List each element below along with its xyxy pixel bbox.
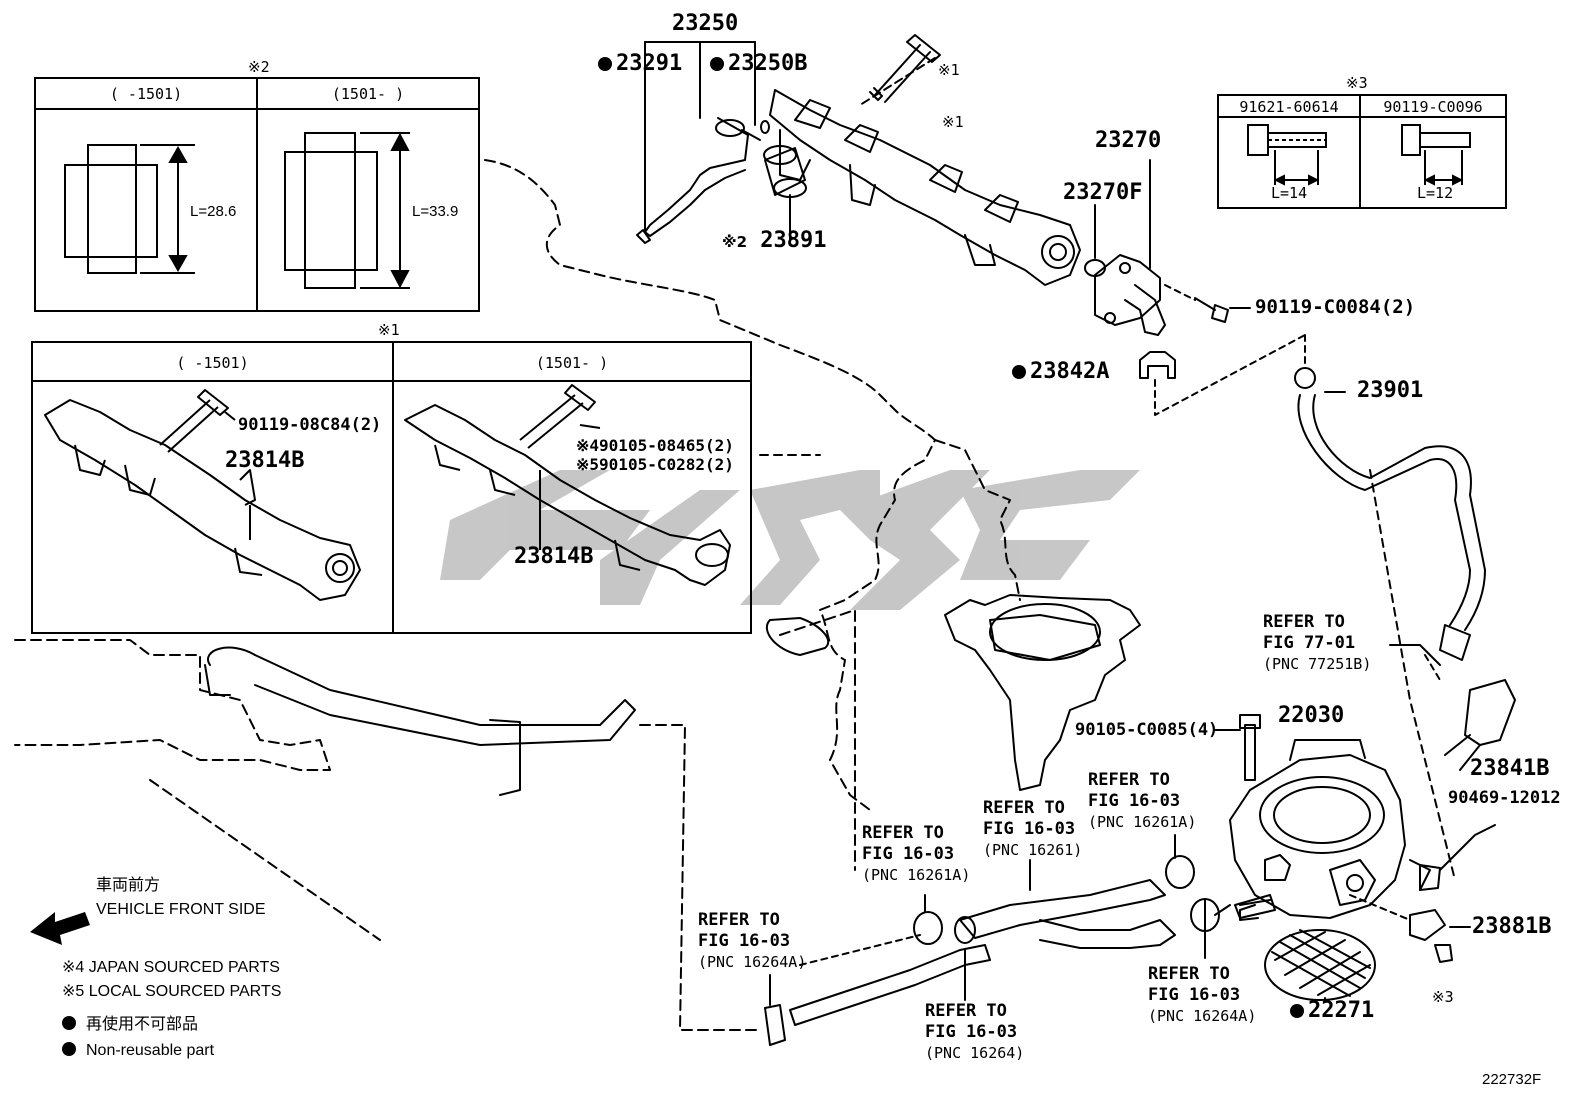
non-reusable-dot-icon	[1012, 365, 1026, 379]
vehicle-front-en: VEHICLE FRONT SIDE	[96, 901, 266, 918]
part-label-23891[interactable]: ※2 23891	[722, 228, 827, 253]
bracket-23881B	[1409, 909, 1453, 963]
part-label-23814B-right[interactable]: 23814B	[514, 544, 594, 569]
part-label-22271[interactable]: 22271	[1290, 1000, 1374, 1022]
inset-length-col1-header: ( -1501)	[109, 85, 183, 103]
legend-note-4: ※4 JAPAN SOURCED PARTS	[62, 959, 280, 976]
gasket-22271	[1264, 929, 1376, 1001]
engine-outline	[484, 159, 936, 811]
clip-23841B	[1444, 679, 1516, 771]
part-label-90119-08C84[interactable]: 90119-08C84(2)	[238, 415, 382, 435]
water-hoses	[764, 879, 1176, 1046]
part-label-90119-C0084[interactable]: 90119-C0084(2)	[1255, 296, 1416, 318]
note-3-marker-bolt: ※3	[1432, 988, 1454, 1006]
non-reusable-dot-icon	[1290, 1004, 1304, 1018]
bolt-90105-C0085	[1239, 714, 1261, 781]
note-2-marker: ※2	[248, 58, 270, 76]
vehicle-front-jp: 車両前方	[96, 877, 161, 894]
inset-rail-col2-header: (1501- )	[535, 354, 609, 372]
note-1-marker-bolt: ※1	[938, 61, 960, 79]
front-arrow-shape	[30, 912, 90, 945]
part-label-90105-C0282[interactable]: ※590105-C0282(2)	[576, 455, 734, 474]
part-label-23270[interactable]: 23270	[1095, 128, 1162, 153]
inset-injector-length: ( -1501) (1501- ) L=28.6 L=33.9	[34, 77, 480, 312]
part-label-23881B[interactable]: 23881B	[1472, 914, 1552, 939]
figure-id: 222732F	[1482, 1071, 1542, 1088]
non-reusable-dot-icon	[62, 1042, 76, 1056]
clamp-icon	[1165, 855, 1195, 889]
part-label-23270F[interactable]: 23270F	[1063, 180, 1143, 205]
part-label-90105-C0085[interactable]: 90105-C0085(4)	[1075, 720, 1219, 740]
part-label-23291[interactable]: 23291	[598, 53, 682, 75]
part-label-23841B[interactable]: 23841B	[1470, 756, 1550, 781]
length-label-33-9: L=33.9	[412, 203, 459, 220]
inset-bolt-variants: 91621-60614 90119-C0096 L=14 L=12	[1217, 94, 1507, 209]
injector	[636, 117, 770, 244]
inset-bolt-col1-header: 91621-60614	[1239, 98, 1339, 116]
inset-bolt-col2-header: 90119-C0096	[1383, 98, 1483, 116]
part-label-23814B-left[interactable]: 23814B	[225, 448, 305, 473]
part-label-23250[interactable]: 23250	[672, 11, 739, 36]
clip-23842A	[1139, 351, 1176, 379]
note-1-marker-rail: ※1	[942, 113, 964, 131]
fuel-rail-main	[769, 89, 1081, 286]
note-3-marker-inset: ※3	[1346, 74, 1368, 92]
part-label-23901[interactable]: 23901	[1357, 378, 1424, 403]
spacer-23891	[763, 145, 807, 198]
legend-non-reusable-en: Non-reusable part	[62, 1042, 214, 1059]
non-reusable-dot-icon	[598, 57, 612, 71]
part-label-23250B[interactable]: 23250B	[710, 53, 807, 75]
non-reusable-dot-icon	[710, 57, 724, 71]
length-label-12: L=12	[1417, 184, 1454, 202]
part-label-90469-12012[interactable]: 90469-12012	[1448, 788, 1561, 808]
bolt-90119-C0084	[1194, 297, 1229, 323]
clamp-icon	[913, 911, 943, 945]
legend-note-5: ※5 LOCAL SOURCED PARTS	[62, 983, 282, 1000]
inset-rail-col1-header: ( -1501)	[176, 354, 249, 372]
intake-flange	[944, 594, 1141, 791]
inset-fuel-rail-variants: ( -1501) (1501- )	[31, 341, 752, 634]
part-label-23842A[interactable]: 23842A	[1012, 361, 1109, 383]
coolant-pipe	[204, 646, 636, 796]
part-label-22030[interactable]: 22030	[1278, 703, 1345, 728]
length-label-28-6: L=28.6	[190, 203, 237, 220]
inset-length-col2-header: (1501- )	[331, 85, 405, 103]
length-label-14: L=14	[1271, 184, 1308, 202]
fuel-outlet-23270	[1084, 254, 1166, 336]
note-1-marker-inset: ※1	[378, 321, 400, 339]
fuel-hose-23901	[1294, 367, 1486, 661]
part-label-90105-08465[interactable]: ※490105-08465(2)	[576, 436, 734, 455]
legend-non-reusable-jp: 再使用不可部品	[62, 1016, 198, 1033]
throttle-body-22030	[1229, 739, 1431, 921]
non-reusable-dot-icon	[62, 1016, 76, 1030]
